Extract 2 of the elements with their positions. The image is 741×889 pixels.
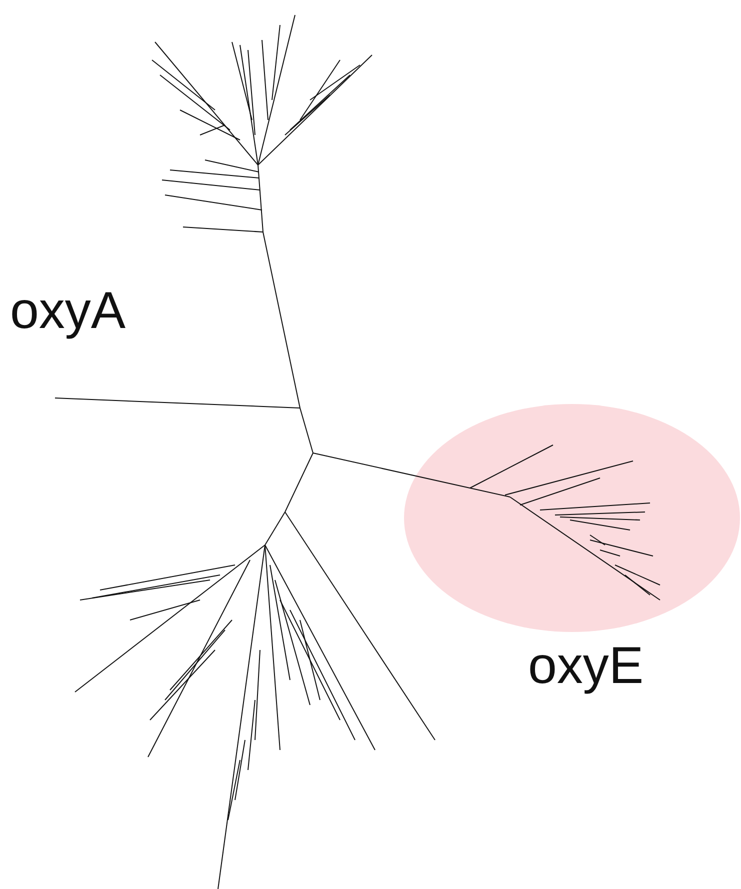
clade-label: oxyE	[528, 640, 644, 692]
clade-label: oxyA	[10, 285, 126, 337]
